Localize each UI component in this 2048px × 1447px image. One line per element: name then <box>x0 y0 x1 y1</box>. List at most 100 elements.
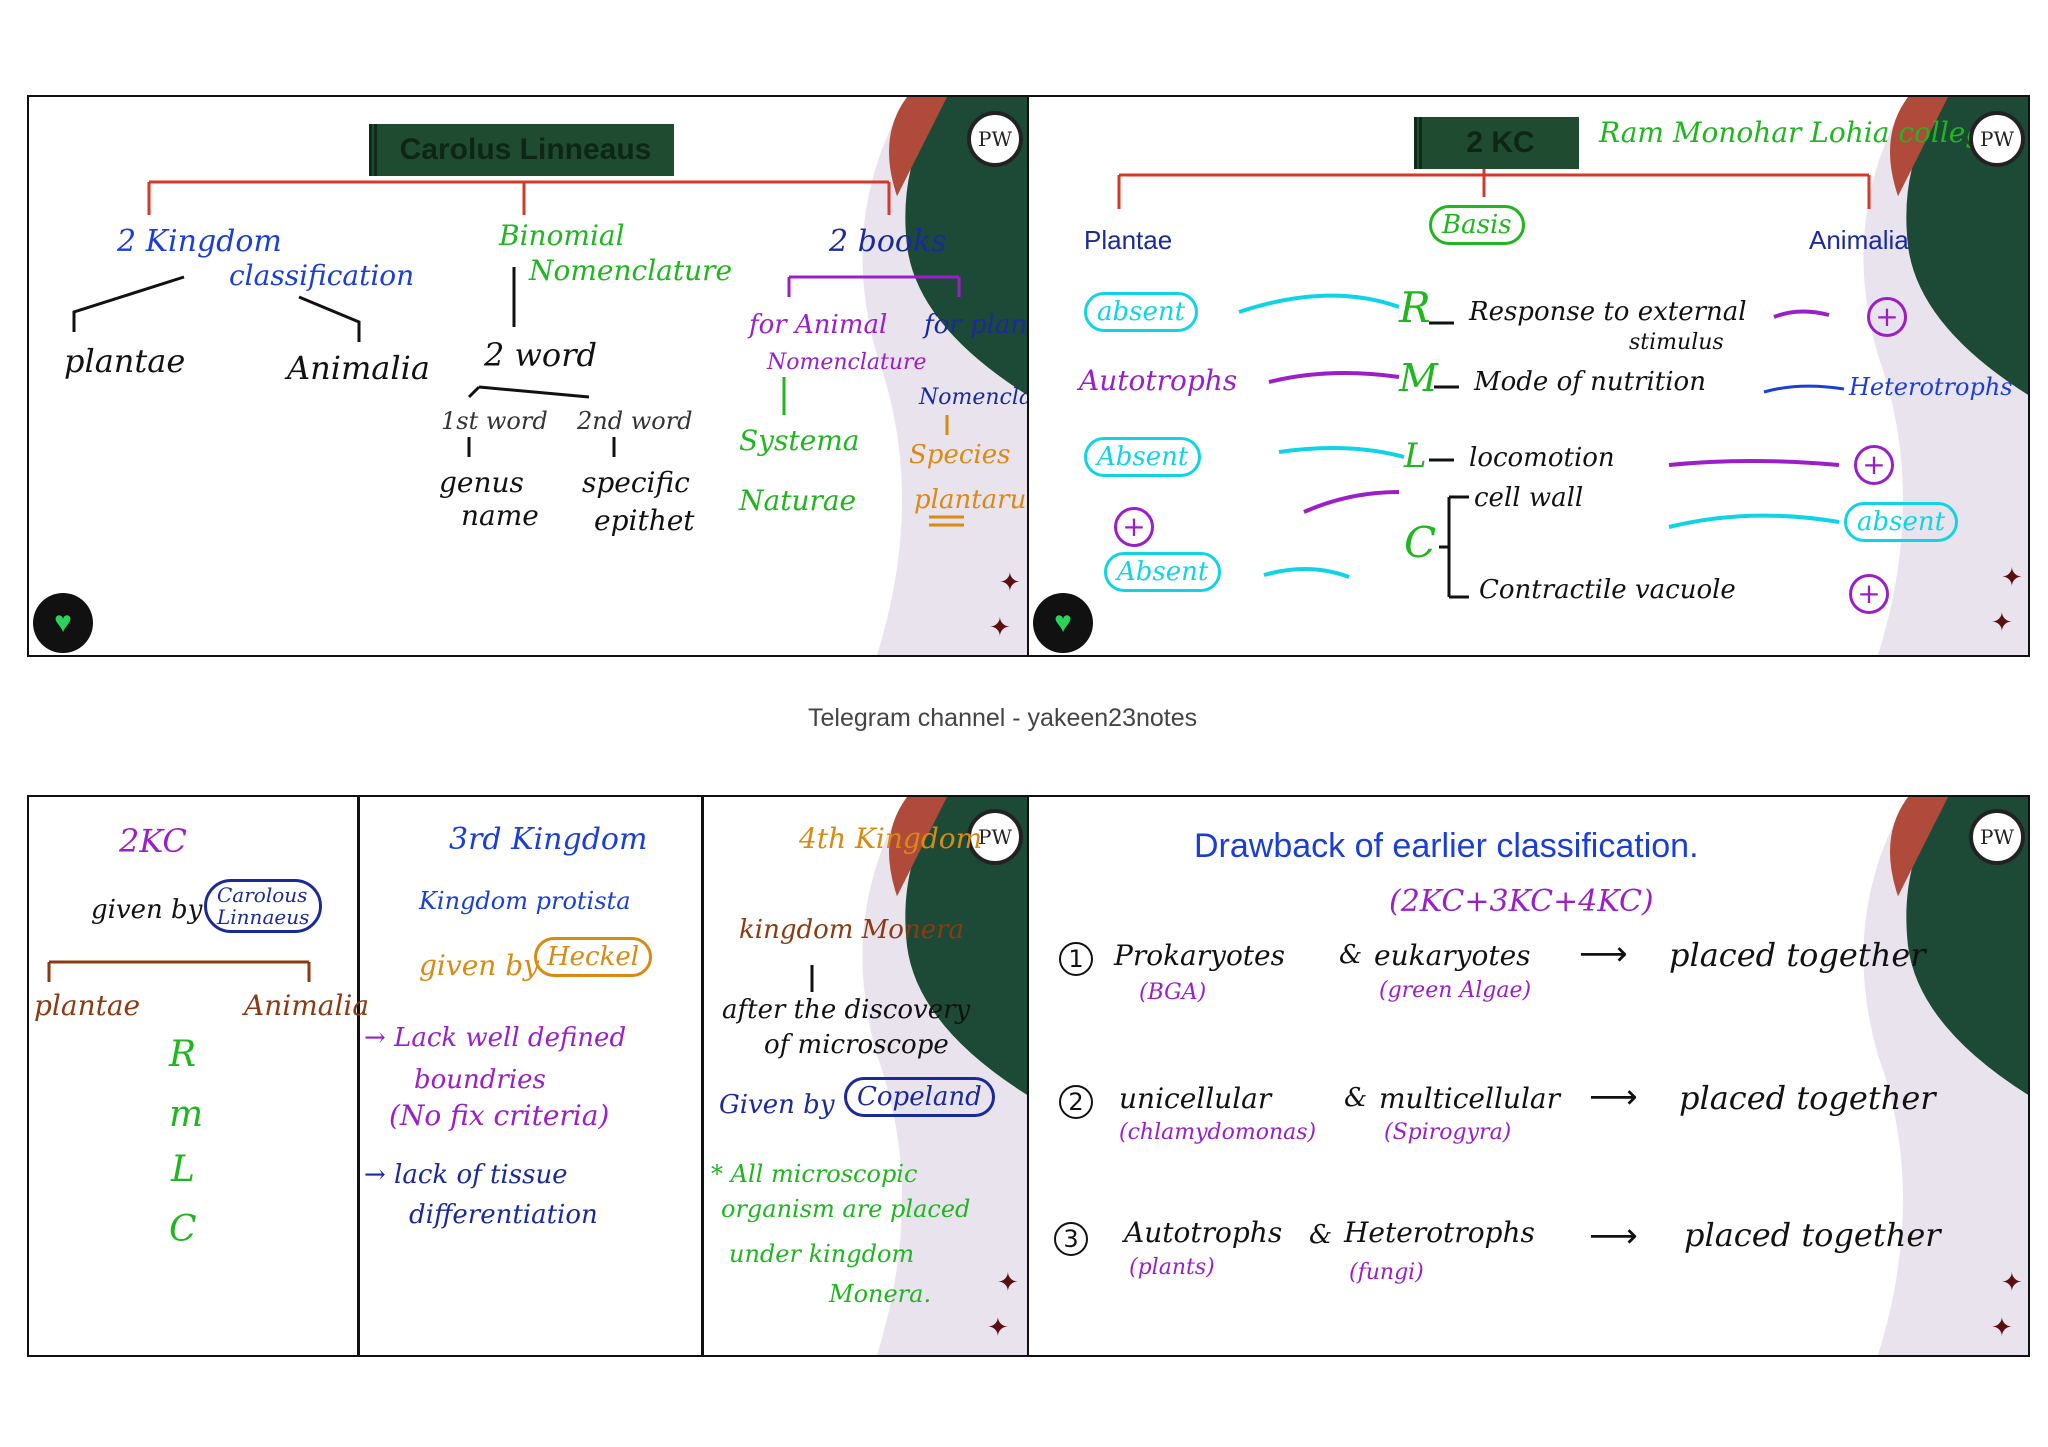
col2-lack1: → Lack well defined <box>364 1023 627 1053</box>
letter-c: C <box>169 1209 197 1250</box>
c-text1: cell wall <box>1474 483 1584 513</box>
slide-title: Drawback of earlier classification. <box>1194 827 1699 865</box>
carolus-label: Carolous <box>217 883 308 907</box>
row-right: multicellular <box>1379 1082 1560 1115</box>
species-label: Species <box>909 440 1011 470</box>
col3-after: after the discovery <box>722 995 971 1025</box>
pw-logo: PW <box>1969 111 2025 167</box>
row-left: Prokaryotes <box>1114 939 1285 972</box>
absent-pill-4: absent <box>1844 502 1959 542</box>
l-text: locomotion <box>1469 443 1615 473</box>
plus-icon: + <box>1854 445 1894 485</box>
c-letter: C <box>1404 518 1437 567</box>
kingdom-label: 2 Kingdom <box>117 224 282 259</box>
star-icon: ✦ <box>997 1267 1019 1297</box>
specific-label: specific <box>582 466 690 499</box>
row-result: placed together <box>1669 936 1926 974</box>
col2-lack2: → lack of tissue <box>364 1160 568 1190</box>
column-divider <box>701 797 704 1355</box>
absent-pill-3: Absent <box>1104 552 1222 592</box>
row-right: Heterotrophs <box>1344 1216 1535 1249</box>
pw-logo: PW <box>967 111 1023 167</box>
animalia-label: Animalia <box>1809 225 1909 255</box>
letter-l: L <box>171 1149 195 1190</box>
col3-monera: Monera. <box>829 1280 932 1308</box>
row-right-sub: (fungi) <box>1349 1260 1424 1285</box>
slide-title: 2 KC <box>1414 117 1579 169</box>
slide-title: Carolus Linneaus <box>369 124 674 176</box>
star-icon: ✦ <box>999 567 1021 597</box>
letter-m: m <box>169 1094 204 1135</box>
two-word-label: 2 word <box>484 336 597 374</box>
name-label: name <box>461 499 539 532</box>
nomenclature2-label: Nomenclature <box>767 350 927 375</box>
plantae-label: Plantae <box>1084 225 1173 255</box>
plus-icon: + <box>1114 507 1154 547</box>
column-divider <box>357 797 360 1355</box>
arrow-icon: ⟶ <box>1579 934 1628 974</box>
nomencla-label: Nomencla <box>919 385 1029 410</box>
slide-carolus-linneaus: Carolus Linneaus PW ♥ ✦ ✦ 2 Kingdom clas… <box>27 95 1029 657</box>
row-left-sub: (BGA) <box>1139 980 1207 1005</box>
for-plant-label: for plant <box>924 310 1029 340</box>
row-result: placed together <box>1684 1216 1941 1254</box>
absent-pill-2: Absent <box>1084 437 1202 477</box>
col2-title: 3rd Kingdom <box>449 822 648 857</box>
diagram-lines <box>1117 169 1871 599</box>
slide-decoration <box>1863 797 2028 1355</box>
plus-icon: + <box>1867 297 1907 337</box>
row-amp: & <box>1344 1083 1368 1113</box>
m-letter: M <box>1399 356 1438 400</box>
absent-pill: absent <box>1084 292 1199 332</box>
r-text: Response to external <box>1469 297 1747 327</box>
row-right-sub: (Spirogyra) <box>1384 1120 1512 1145</box>
m-text: Mode of nutrition <box>1474 367 1706 397</box>
l-letter: L <box>1404 436 1427 476</box>
two-books-label: 2 books <box>829 224 947 259</box>
linnaeus-label: Linnaeus <box>217 905 310 929</box>
heterotrophs-label: Heterotrophs <box>1849 373 2013 401</box>
col3-under: under kingdom <box>729 1240 915 1268</box>
col3-organism: organism are placed <box>721 1195 971 1223</box>
star-icon: ✦ <box>987 1312 1009 1342</box>
letter-r: R <box>169 1034 197 1075</box>
footer-channel: Telegram channel - yakeen23notes <box>808 704 1198 732</box>
col1-plantae: plantae <box>34 989 141 1022</box>
col3-title: 4th Kingdom <box>799 822 983 855</box>
col3-given-by: Given by <box>719 1090 835 1120</box>
row-result: placed together <box>1679 1079 1936 1117</box>
slide-kingdom-classifications: PW ✦ ✦ 2KC given by Carolous Linnaeus pl… <box>27 795 1029 1357</box>
animalia-label: Animalia <box>287 349 430 387</box>
arrow-icon: ⟶ <box>1589 1216 1638 1256</box>
star-icon: ✦ <box>2001 562 2023 592</box>
second-word-label: 2nd word <box>577 407 693 435</box>
col1-animalia: Animalia <box>244 989 370 1022</box>
row-left-sub: (chlamydomonas) <box>1119 1120 1317 1145</box>
arrow-icon: ⟶ <box>1589 1077 1638 1117</box>
slide-drawback: PW ✦ ✦ Drawback of earlier classificatio… <box>1027 795 2030 1357</box>
row-left-sub: (plants) <box>1129 1255 1215 1280</box>
naturae-label: Naturae <box>739 484 857 517</box>
star-icon: ✦ <box>989 612 1011 642</box>
slide-subtitle: (2KC+3KC+4KC) <box>1389 884 1654 919</box>
nomenclature-label: Nomenclature <box>529 254 733 287</box>
slide-decoration <box>862 97 1027 655</box>
r-text2: stimulus <box>1629 330 1724 355</box>
copeland-pill: Copeland <box>844 1077 995 1117</box>
col2-boundaries: boundries <box>414 1065 546 1095</box>
tree-lines <box>72 180 964 527</box>
row-amp: & <box>1309 1220 1333 1250</box>
tree-lines <box>47 960 814 992</box>
plus-icon: + <box>1849 574 1889 614</box>
row-number: 1 <box>1059 942 1093 976</box>
col1-title: 2KC <box>119 822 187 860</box>
row-left: unicellular <box>1119 1082 1272 1115</box>
col2-kingdom: Kingdom protista <box>419 887 631 915</box>
slide-decoration <box>1863 97 2028 655</box>
plantae-label: plantae <box>64 342 186 380</box>
row-number: 2 <box>1059 1085 1093 1119</box>
row-left: Autotrophs <box>1124 1216 1283 1249</box>
col2-no-fix: (No fix criteria) <box>389 1099 610 1132</box>
row-right-sub: (green Algae) <box>1379 978 1532 1003</box>
systema-label: Systema <box>739 424 860 457</box>
